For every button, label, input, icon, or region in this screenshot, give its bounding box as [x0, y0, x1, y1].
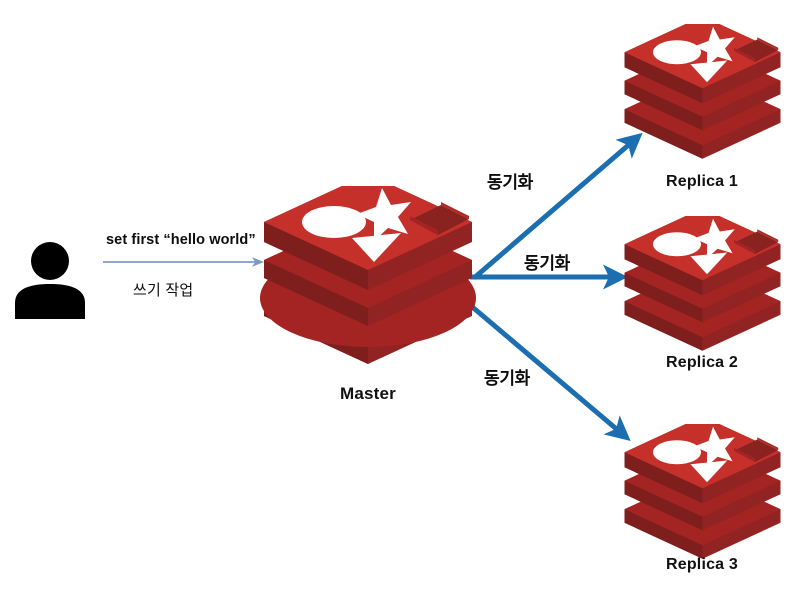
redis-ellipse-glyph — [653, 440, 701, 465]
replica-1-node[interactable] — [620, 24, 785, 169]
redis-triangle-glyph — [690, 60, 728, 83]
replica-2-label: Replica 2 — [665, 354, 739, 371]
redis-ellipse-glyph — [653, 40, 701, 65]
redis-star-glyph — [694, 218, 735, 259]
redis-star-glyph — [694, 26, 735, 67]
master-label: Master — [339, 384, 396, 403]
redis-triangle-glyph — [690, 252, 728, 275]
sync-label-replica-1: 동기화 — [487, 173, 534, 192]
sync-arrow-replica-1 — [472, 132, 643, 280]
write-operation-label: 쓰기 작업 — [133, 282, 194, 299]
replica-3-label: Replica 3 — [665, 556, 739, 573]
redis-star-glyph — [694, 426, 735, 467]
redis-cube-glyph — [734, 229, 779, 254]
redis-cube-glyph — [734, 37, 779, 62]
replica-2-node[interactable] — [620, 216, 785, 361]
redis-cube-glyph — [734, 437, 779, 462]
write-command-label: set first “hello world” — [106, 232, 256, 248]
client-user-icon — [15, 242, 85, 319]
sync-arrow-replica-3 — [468, 303, 631, 442]
redis-layer-top — [264, 186, 472, 290]
sync-label-replica-2: 동기화 — [524, 254, 571, 273]
redis-ellipse-glyph — [302, 206, 366, 238]
redis-layer-top — [624, 216, 781, 296]
replica-1-label: Replica 1 — [665, 173, 739, 190]
sync-label-replica-3: 동기화 — [484, 369, 531, 388]
redis-ellipse-glyph — [653, 232, 701, 257]
redis-star-glyph — [357, 188, 411, 241]
redis-layer-top — [624, 24, 781, 104]
redis-cube-glyph — [410, 202, 469, 235]
redis-triangle-glyph — [690, 460, 728, 483]
redis-layer-top — [624, 424, 781, 504]
replica-3-node[interactable] — [620, 424, 785, 569]
master-node[interactable] — [258, 186, 478, 376]
redis-triangle-glyph — [352, 233, 401, 262]
